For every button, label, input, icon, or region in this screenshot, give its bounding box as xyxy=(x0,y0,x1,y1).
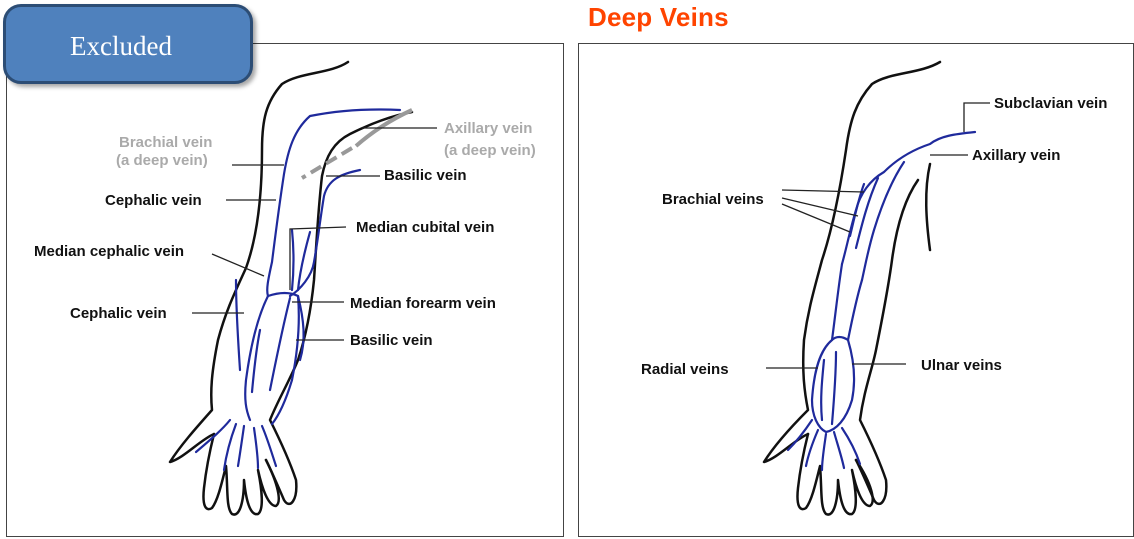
label-median-cubital-vein: Median cubital vein xyxy=(356,219,494,236)
label-basilic-vein-upper: Basilic vein xyxy=(384,167,467,184)
label-brachial-veins: Brachial veins xyxy=(662,191,764,208)
label-basilic-vein-lower: Basilic vein xyxy=(350,332,433,349)
excluded-badge: Excluded xyxy=(3,4,253,84)
label-axillary-vein-l1: Axillary vein xyxy=(444,120,532,137)
label-cephalic-vein-lower: Cephalic vein xyxy=(70,305,167,322)
label-brachial-vein-l2: (a deep vein) xyxy=(116,152,208,169)
label-cephalic-vein-upper: Cephalic vein xyxy=(105,192,202,209)
label-brachial-vein-l1: Brachial vein xyxy=(119,134,212,151)
left-labels: Brachial vein (a deep vein) Axillary vei… xyxy=(34,120,536,349)
label-ulnar-veins: Ulnar veins xyxy=(921,357,1002,374)
label-subclavian-vein: Subclavian vein xyxy=(994,95,1107,112)
label-axillary-vein: Axillary vein xyxy=(972,147,1060,164)
right-deep-veins xyxy=(788,132,975,470)
left-superficial-veins xyxy=(196,109,400,470)
label-axillary-vein-l2: (a deep vein) xyxy=(444,142,536,159)
right-label-leaders xyxy=(766,103,990,368)
label-median-cephalic-vein: Median cephalic vein xyxy=(34,243,184,260)
label-radial-veins: Radial veins xyxy=(641,361,729,378)
right-labels: Subclavian vein Axillary vein Brachial v… xyxy=(641,95,1107,378)
label-median-forearm-vein: Median forearm vein xyxy=(350,295,496,312)
